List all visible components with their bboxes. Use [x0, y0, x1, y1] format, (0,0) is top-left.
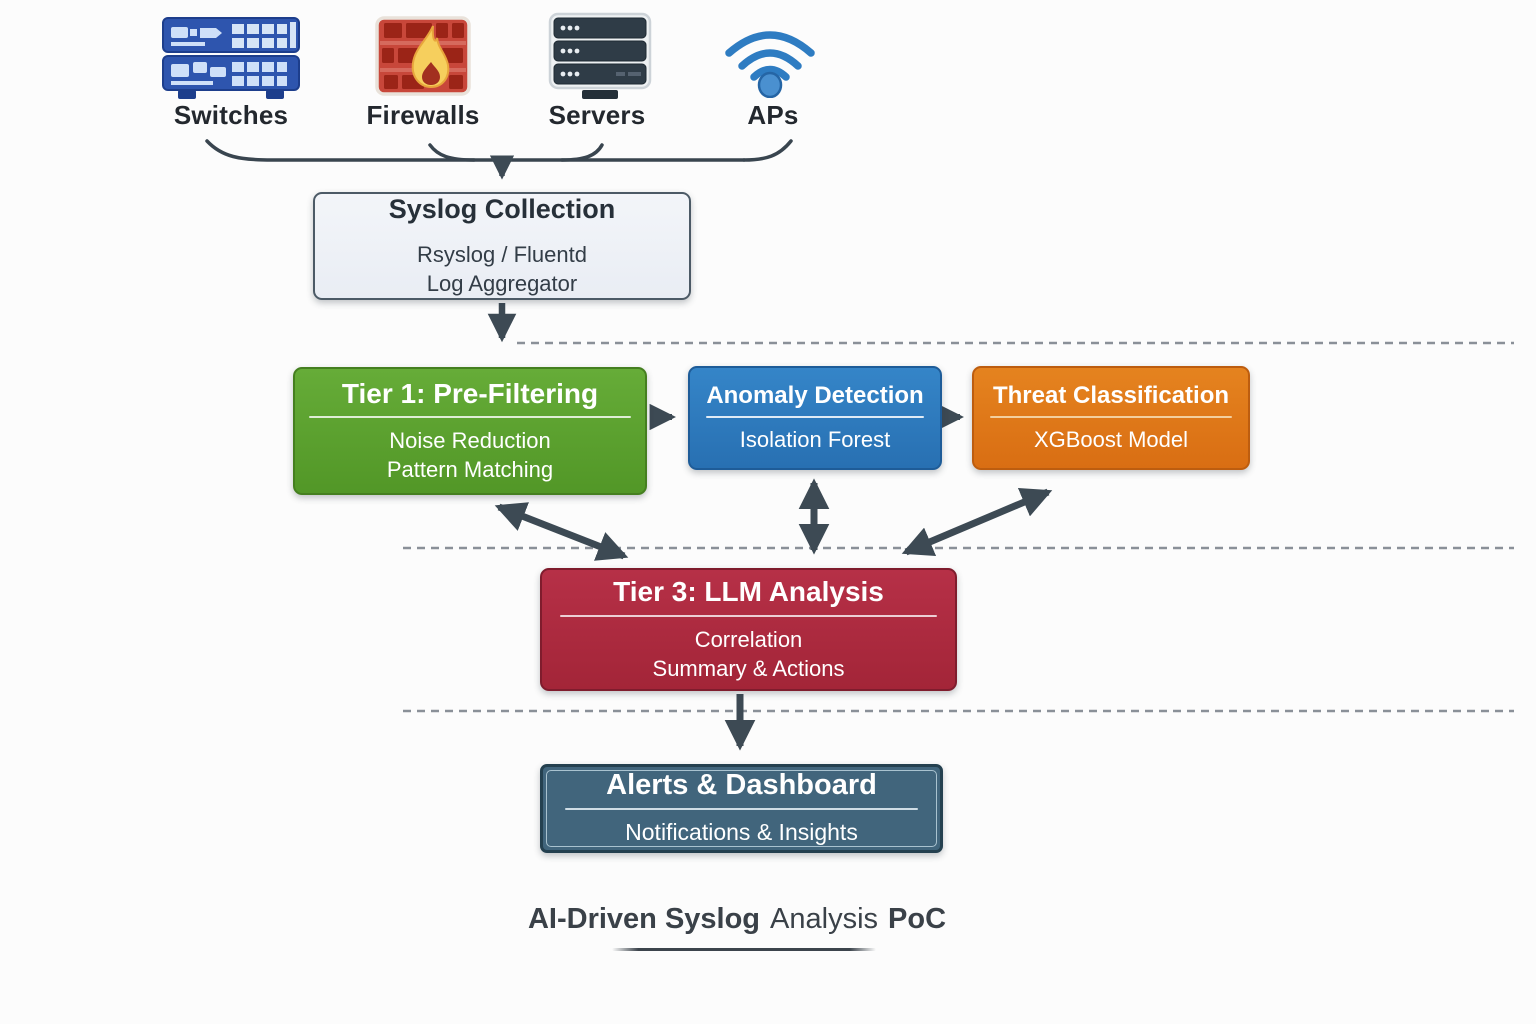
tier1-line-2: Pattern Matching: [386, 457, 554, 483]
syslog-collection-box: Syslog Collection Rsyslog / Fluentd Log …: [313, 192, 691, 300]
threat-tier3-double-arrow: [901, 488, 1053, 556]
firewall-icon: [375, 16, 471, 101]
alerts-dashboard-title: Alerts & Dashboard: [606, 769, 877, 802]
diagram-title-underline: [612, 948, 876, 951]
tier3-line-1: Correlation: [694, 626, 803, 652]
divider: [990, 415, 1232, 418]
source-label-firewalls: Firewalls: [366, 100, 480, 130]
tier1-prefiltering-box: Tier 1: Pre-Filtering Noise Reduction Pa…: [293, 367, 647, 495]
alerts-dashboard-box: Alerts & Dashboard Notifications & Insig…: [540, 764, 943, 853]
alerts-dashboard-line-1: Notifications & Insights: [625, 819, 858, 846]
servers-icon: [548, 12, 652, 107]
anomaly-detection-line-1: Isolation Forest: [739, 426, 891, 452]
source-converge-lines: [205, 139, 793, 162]
tier3-llm-analysis-box: Tier 3: LLM Analysis Correlation Summary…: [540, 568, 957, 691]
anomaly-detection-title: Anomaly Detection: [706, 382, 924, 410]
divider: [565, 808, 918, 811]
syslog-collection-line-1: Rsyslog / Fluentd: [417, 242, 587, 267]
diagram-title-regular: Analysis: [770, 903, 879, 935]
tier1-title: Tier 1: Pre-Filtering: [341, 377, 599, 409]
divider: [309, 416, 631, 419]
divider: [560, 614, 937, 617]
source-label-servers: Servers: [548, 100, 646, 130]
threat-classification-title: Threat Classification: [992, 382, 1230, 410]
tier3-title: Tier 3: LLM Analysis: [613, 576, 884, 608]
diagram-title-bold-tail: PoC: [888, 903, 947, 935]
tier1-tier3-double-arrow: [494, 502, 629, 561]
diagram-title: AI-Driven Syslog Analysis PoC: [437, 903, 1037, 936]
source-label-aps: APs: [747, 100, 799, 130]
source-label-switches: Switches: [173, 100, 289, 130]
tier3-line-2: Summary & Actions: [652, 655, 845, 681]
threat-classification-box: Threat Classification XGBoost Model: [972, 366, 1250, 470]
diagram-title-bold-lead: AI-Driven Syslog: [527, 903, 761, 935]
tier1-line-1: Noise Reduction: [389, 428, 551, 454]
anomaly-detection-box: Anomaly Detection Isolation Forest: [688, 366, 942, 470]
threat-classification-line-1: XGBoost Model: [1033, 426, 1189, 452]
switches-icon: [160, 16, 302, 105]
syslog-collection-line-2: Log Aggregator: [426, 271, 578, 297]
divider: [706, 415, 924, 418]
syslog-collection-title: Syslog Collection: [388, 193, 616, 224]
wifi-icon: [723, 16, 817, 103]
